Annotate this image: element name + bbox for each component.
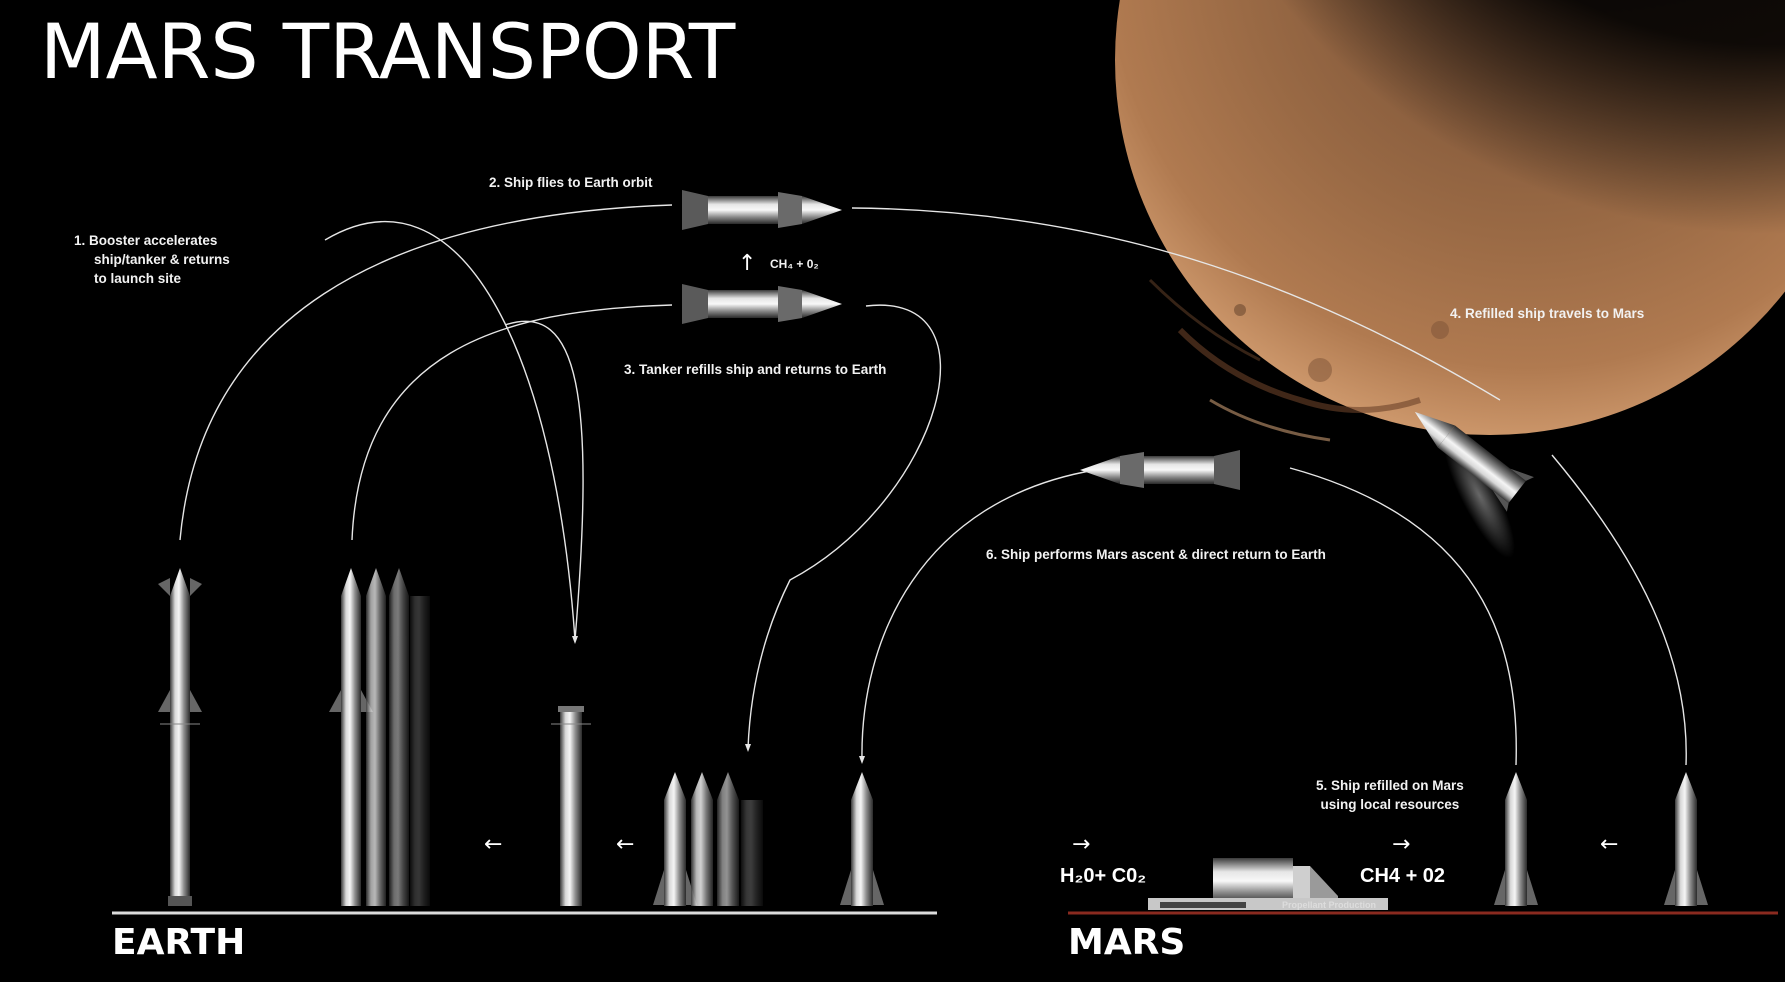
ship-traveling-to-mars [1414, 411, 1534, 559]
step-4-label: 4. Refilled ship travels to Mars [1450, 306, 1645, 321]
step-1-label: 1. Booster accelerates ship/tanker & ret… [74, 233, 230, 286]
returned-booster [551, 706, 591, 906]
left-arrow-icon: ← [484, 832, 503, 857]
mars-planet [1115, 0, 1785, 442]
mars-ground-label: MARS [1068, 922, 1186, 963]
step-2-label: 2. Ship flies to Earth orbit [489, 175, 653, 190]
path-booster-to-orbit [179, 204, 673, 541]
earth-ground-label: EARTH [112, 922, 246, 963]
ship-in-orbit [682, 190, 842, 230]
page-title: MARS TRANSPORT [40, 7, 736, 96]
right-arrow-icon: → [1072, 832, 1091, 857]
ship-returning-to-earth [1080, 450, 1240, 490]
step-6-label: 6. Ship performs Mars ascent & direct re… [986, 547, 1326, 562]
path-arrowheads [572, 636, 865, 764]
mars-refueling-ship [1494, 772, 1538, 906]
path-tanker-to-orbit [351, 304, 673, 541]
right-arrow-icon: → [1392, 832, 1411, 857]
propellant-plant-label: Propellant Production [1282, 900, 1377, 910]
earth-full-stack [158, 568, 202, 906]
earth-landed-ship [840, 772, 884, 906]
flight-paths [179, 204, 1687, 766]
propellant-transfer-label: CH₄ + 0₂ [770, 257, 819, 271]
earth-tanker-ships [653, 772, 763, 906]
mars-outputs-label: CH4 + 02 [1360, 865, 1446, 887]
path-mars-landing [1551, 454, 1687, 766]
path-tanker-return [747, 304, 942, 749]
path-booster-return-1 [324, 220, 576, 641]
propellant-plant [1148, 858, 1388, 910]
earth-tanker-stack-group [329, 568, 430, 906]
left-arrow-icon: ← [616, 832, 635, 857]
path-mars-to-ascent [1289, 467, 1517, 766]
mars-landed-ship [1664, 772, 1708, 906]
tanker-in-orbit [682, 284, 842, 324]
step-3-label: 3. Tanker refills ship and returns to Ea… [624, 362, 887, 377]
step-5-label: 5. Ship refilled on Mars using local res… [1316, 778, 1464, 812]
path-earth-return-landing [861, 469, 1096, 761]
mars-inputs-label: H₂0+ C0₂ [1060, 865, 1147, 887]
up-arrow-icon: ↑ [738, 251, 757, 276]
path-ship-to-mars [851, 207, 1501, 401]
left-arrow-icon: ← [1600, 832, 1619, 857]
path-booster-return-2 [504, 320, 584, 641]
